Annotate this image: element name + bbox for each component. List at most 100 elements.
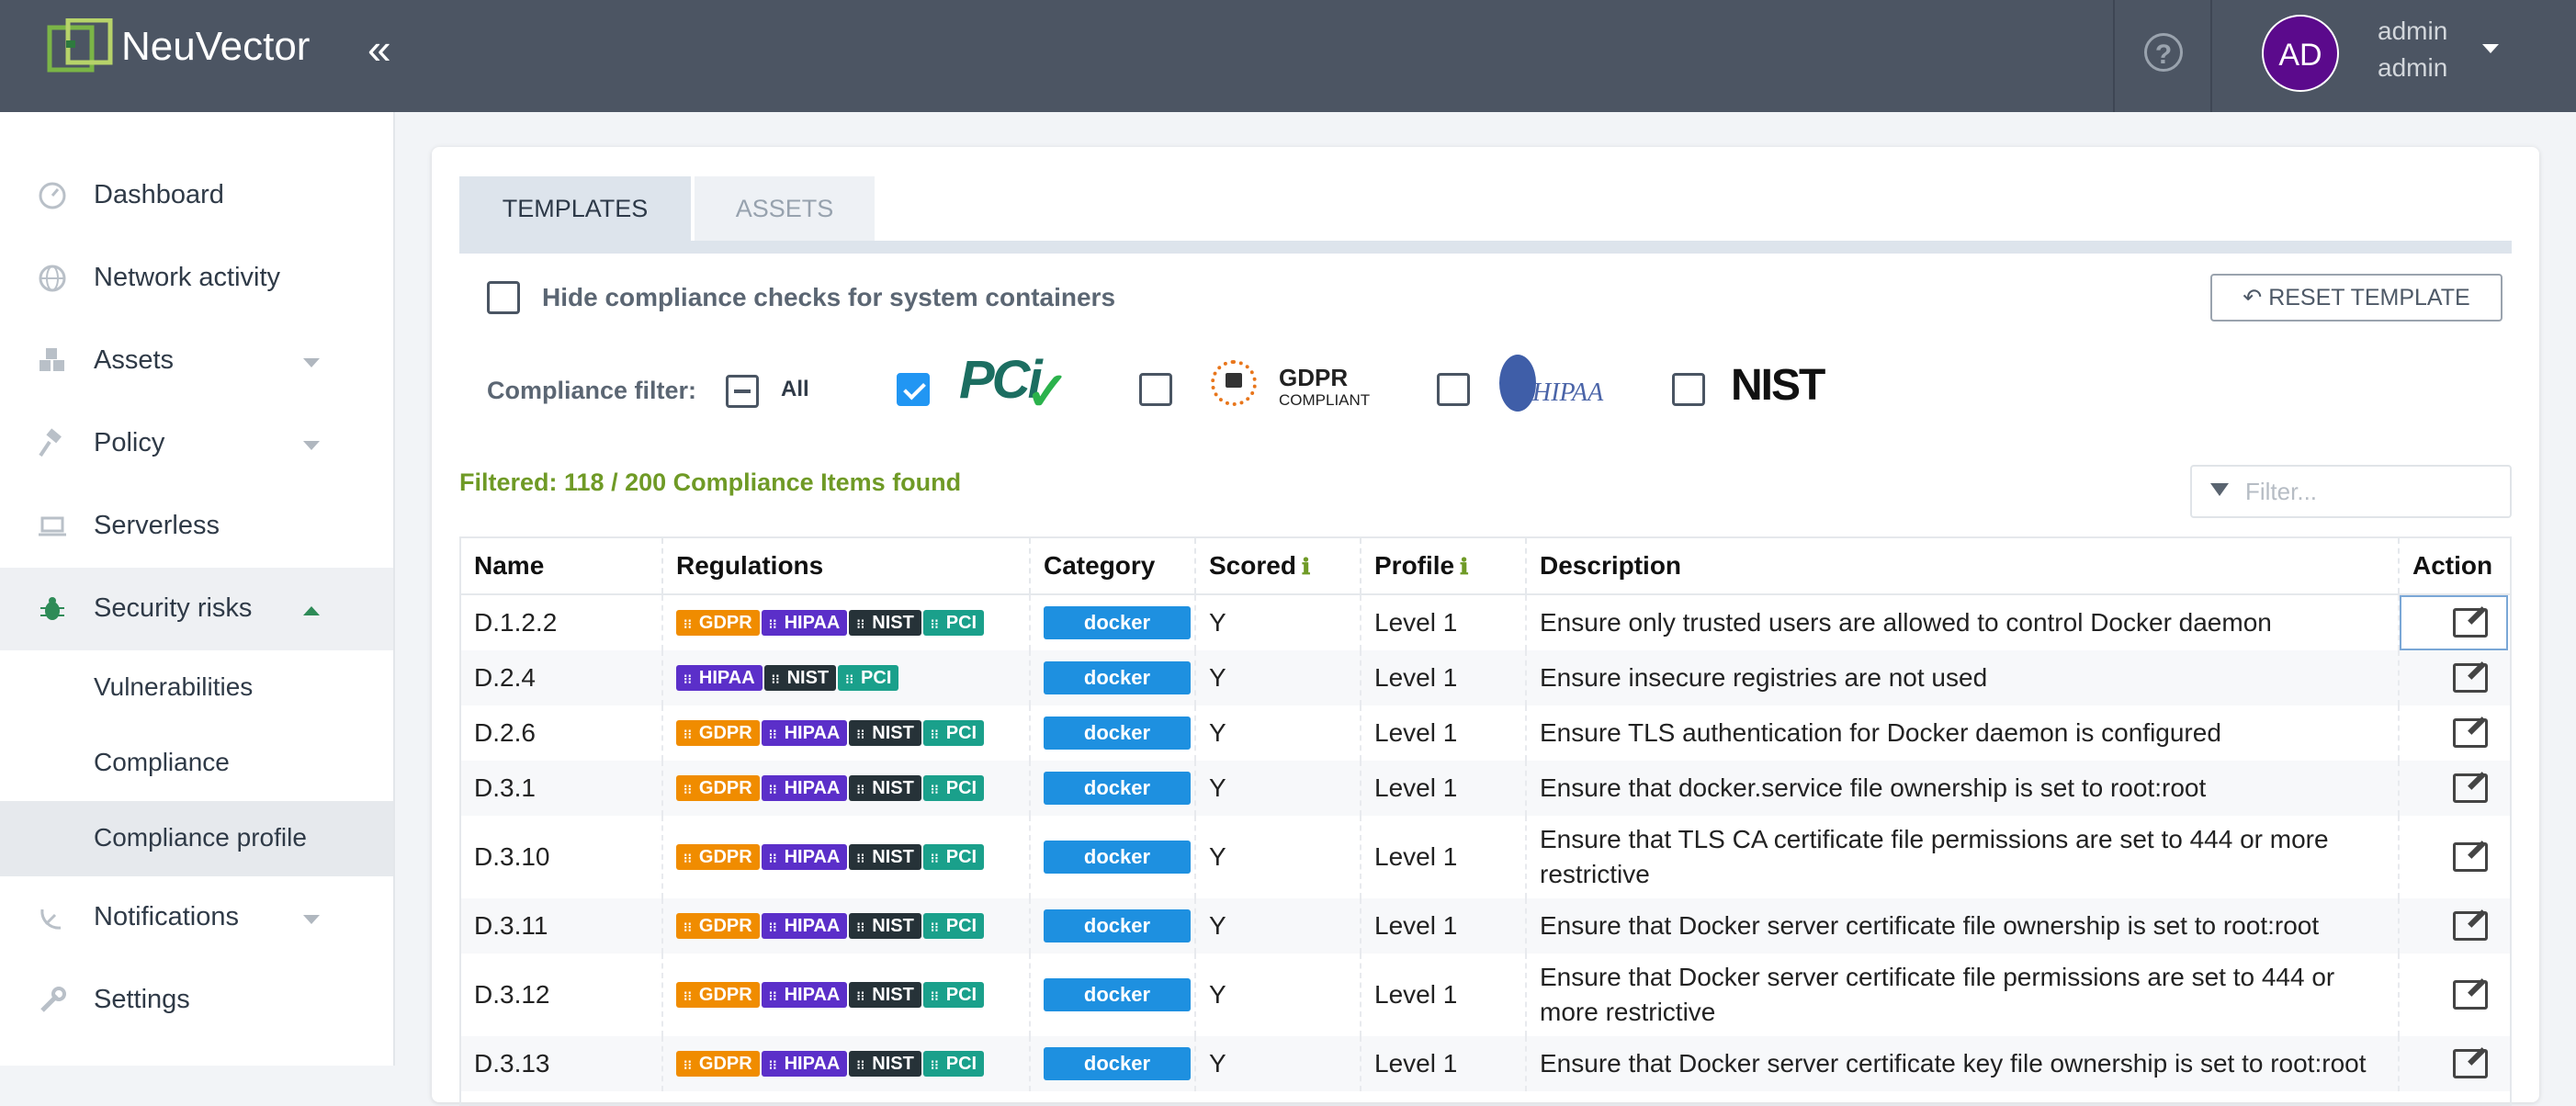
chevron-down-icon: [303, 358, 320, 367]
table-row[interactable]: D.3.13GDPRHIPAANISTPCIdockerYLevel 1Ensu…: [461, 1036, 2510, 1091]
cell-regulations: GDPRHIPAANISTPCI: [663, 595, 1031, 650]
filter-hipaa-checkbox[interactable]: [1437, 373, 1470, 406]
sidebar-subitem-compliance-profile[interactable]: Compliance profile: [0, 801, 393, 876]
gdpr-logo-subtitle: COMPLIANT: [1279, 391, 1371, 409]
sidebar-item-assets[interactable]: Assets: [0, 320, 393, 402]
sidebar-item-policy[interactable]: Policy: [0, 402, 393, 485]
header-label: Profile: [1374, 551, 1455, 580]
table-row[interactable]: D.3.11GDPRHIPAANISTPCIdockerYLevel 1Ensu…: [461, 898, 2510, 954]
sidebar-subitem-compliance[interactable]: Compliance: [0, 726, 393, 801]
category-badge: docker: [1044, 717, 1191, 750]
filter-funnel-icon: [2210, 483, 2229, 496]
edit-icon[interactable]: [2453, 1049, 2488, 1078]
edit-icon[interactable]: [2453, 718, 2488, 748]
cell-profile: Level 1: [1361, 954, 1527, 1036]
column-header-category[interactable]: Category: [1031, 538, 1196, 593]
sidebar-subitem-vulnerabilities[interactable]: Vulnerabilities: [0, 650, 393, 726]
row-description: Ensure TLS authentication for Docker dae…: [1540, 718, 2221, 747]
row-profile: Level 1: [1374, 718, 1458, 747]
filter-nist-checkbox[interactable]: [1672, 373, 1705, 406]
regulation-badge-gdpr: GDPR: [676, 913, 760, 939]
cell-description: Ensure that Docker server certificate ke…: [1527, 1036, 2400, 1091]
sidebar-item-notifications[interactable]: Notifications: [0, 876, 393, 959]
row-name: D.3.11: [474, 911, 548, 940]
cell-category: docker: [1031, 595, 1196, 650]
edit-icon[interactable]: [2453, 608, 2488, 638]
header-label: Description: [1540, 551, 1682, 580]
row-profile: Level 1: [1374, 911, 1458, 940]
sidebar-item-label: Serverless: [94, 511, 220, 540]
regulation-badge-gdpr: GDPR: [676, 844, 760, 870]
cell-name: D.3.11: [461, 898, 663, 954]
row-scored: Y: [1209, 1049, 1226, 1078]
regulation-badge-pci: PCI: [922, 1051, 985, 1077]
sidebar-item-label: Policy: [94, 428, 165, 457]
cell-scored: Y: [1196, 816, 1361, 898]
regulation-badge-gdpr: GDPR: [676, 775, 760, 801]
filter-gdpr-checkbox[interactable]: [1139, 373, 1172, 406]
filter-pci-checkbox[interactable]: [897, 373, 930, 406]
user-role[interactable]: admin: [2378, 53, 2448, 82]
row-description: Ensure insecure registries are not used: [1540, 663, 1988, 692]
sidebar-item-label: Settings: [94, 985, 190, 1014]
edit-icon[interactable]: [2453, 842, 2488, 872]
row-name: D.1.2.2: [474, 608, 558, 637]
edit-icon[interactable]: [2453, 980, 2488, 1010]
sidebar-item-settings[interactable]: Settings: [0, 959, 393, 1042]
cell-profile: Level 1: [1361, 705, 1527, 761]
cell-regulations: GDPRHIPAANISTPCI: [663, 816, 1031, 898]
cell-profile: Level 1: [1361, 595, 1527, 650]
column-header-name[interactable]: Name: [461, 538, 663, 593]
sidebar-item-label: Assets: [94, 345, 175, 375]
avatar[interactable]: AD: [2262, 15, 2339, 92]
edit-icon[interactable]: [2453, 911, 2488, 941]
column-header-regulations[interactable]: Regulations: [663, 538, 1031, 593]
info-icon[interactable]: ℹ: [1460, 555, 1469, 580]
regulation-badge-gdpr: GDPR: [676, 610, 760, 636]
category-badge: docker: [1044, 909, 1191, 942]
cell-profile: Level 1: [1361, 898, 1527, 954]
cell-action: [2400, 816, 2510, 898]
satellite-dish-icon: [40, 908, 62, 930]
cell-regulations: GDPRHIPAANISTPCI: [663, 705, 1031, 761]
row-profile: Level 1: [1374, 773, 1458, 802]
chevron-down-icon: [303, 915, 320, 924]
table-row[interactable]: D.3.12GDPRHIPAANISTPCIdockerYLevel 1Ensu…: [461, 954, 2510, 1036]
regulation-badge-hipaa: HIPAA: [761, 720, 848, 746]
user-menu-caret-icon[interactable]: [2482, 44, 2499, 53]
help-icon[interactable]: ?: [2144, 33, 2183, 72]
row-profile: Level 1: [1374, 980, 1458, 1009]
table-row[interactable]: D.2.6GDPRHIPAANISTPCIdockerYLevel 1Ensur…: [461, 705, 2510, 761]
collapse-sidebar-icon[interactable]: «: [367, 25, 391, 73]
info-icon[interactable]: ℹ: [1301, 555, 1311, 580]
table-row[interactable]: D.3.10GDPRHIPAANISTPCIdockerYLevel 1Ensu…: [461, 816, 2510, 898]
tab-assets[interactable]: ASSETS: [695, 176, 875, 241]
tab-templates[interactable]: TEMPLATES: [459, 176, 691, 241]
column-header-description[interactable]: Description: [1527, 538, 2400, 593]
sidebar-item-security-risks[interactable]: Security risks: [0, 568, 393, 650]
table-row[interactable]: D.3.1GDPRHIPAANISTPCIdockerYLevel 1Ensur…: [461, 761, 2510, 816]
reset-template-button[interactable]: ↶ RESET TEMPLATE: [2210, 274, 2503, 322]
cell-action: [2400, 650, 2510, 705]
category-badge: docker: [1044, 841, 1191, 874]
sidebar-item-serverless[interactable]: Serverless: [0, 485, 393, 568]
edit-icon[interactable]: [2453, 773, 2488, 803]
row-scored: Y: [1209, 980, 1226, 1009]
hide-system-containers-label: Hide compliance checks for system contai…: [542, 283, 1116, 311]
category-badge: docker: [1044, 606, 1191, 639]
row-description: Ensure that docker.service file ownershi…: [1540, 773, 2207, 802]
user-name[interactable]: admin: [2378, 17, 2448, 45]
sidebar-item-dashboard[interactable]: Dashboard: [0, 154, 393, 237]
table-row[interactable]: D.1.2.2GDPRHIPAANISTPCIdockerYLevel 1Ens…: [461, 595, 2510, 650]
row-profile: Level 1: [1374, 608, 1458, 637]
filter-input[interactable]: Filter...: [2190, 465, 2512, 518]
sidebar-item-network-activity[interactable]: Network activity: [0, 237, 393, 320]
hide-system-containers-checkbox[interactable]: [487, 281, 520, 314]
edit-icon[interactable]: [2453, 663, 2488, 693]
filter-all-checkbox[interactable]: [726, 375, 759, 408]
cell-name: D.1.2.2: [461, 595, 663, 650]
row-scored: Y: [1209, 773, 1226, 802]
